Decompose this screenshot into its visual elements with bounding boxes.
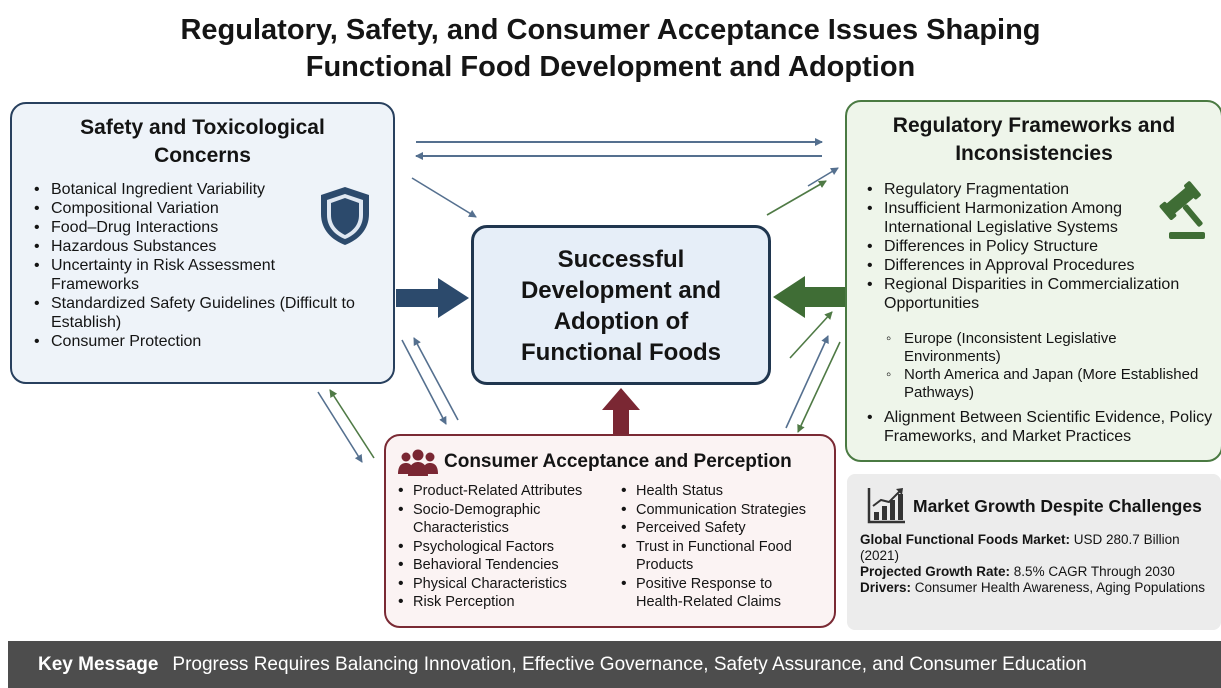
regulatory-list: Regulatory Fragmentation Insufficient Ha… <box>865 180 1220 313</box>
center-line4: Functional Foods <box>521 339 721 366</box>
thick-arrow-consumer-to-center <box>602 388 640 434</box>
safety-title-line2: Concerns <box>154 144 251 167</box>
key-message-bar: Key Message Progress Requires Balancing I… <box>8 641 1221 688</box>
list-item: Socio-Demographic Characteristics <box>396 501 563 538</box>
arrow-consumer-regulatory-a <box>785 335 829 429</box>
page-title-line2: Functional Food Development and Adoption <box>305 51 916 83</box>
regulatory-title-line1: Regulatory Frameworks and <box>892 114 1176 137</box>
list-item: Alignment Between Scientific Evidence, P… <box>865 408 1220 446</box>
market-box-title: Market Growth Despite Challenges <box>913 496 1202 516</box>
list-item: Consumer Protection <box>32 332 377 351</box>
regulatory-list-last: Alignment Between Scientific Evidence, P… <box>865 408 1220 446</box>
consumer-column-2: Health Status Communication Strategies P… <box>619 482 831 612</box>
consumer-list-2: Health Status Communication Strategies P… <box>619 482 831 612</box>
growth-rate-label: Projected Growth Rate: <box>860 564 1011 579</box>
center-title: Successful Development and Adoption of F… <box>474 244 768 368</box>
safety-title-line1: Safety and Toxicological <box>80 116 325 139</box>
arrow-safety-consumer-b <box>329 389 375 459</box>
list-item: Health Status <box>619 482 831 501</box>
list-item: Product-Related Attributes <box>396 482 606 501</box>
shield-icon <box>321 187 369 245</box>
center-line2: Development and <box>520 277 722 304</box>
market-growth-box: Market Growth Despite Challenges Global … <box>847 474 1221 630</box>
consumer-list-1: Product-Related Attributes Socio-Demogra… <box>396 482 606 612</box>
regulatory-frameworks-box: Regulatory Frameworks and Inconsistencie… <box>845 100 1221 462</box>
list-item: Compositional Variation <box>32 199 377 218</box>
list-item: Regional Disparities in Commercializatio… <box>865 275 1220 313</box>
consumer-column-1: Product-Related Attributes Socio-Demogra… <box>396 482 606 612</box>
list-item: Positive Response to Health-Related Clai… <box>619 575 806 612</box>
arrow-regulatory-diagonal-b <box>807 167 839 187</box>
center-line3: Adoption of <box>553 308 689 335</box>
list-item: Behavioral Tendencies <box>396 556 606 575</box>
market-size-label: Global Functional Foods Market: <box>860 532 1071 547</box>
drivers-value: Consumer Health Awareness, Aging Populat… <box>914 580 1205 595</box>
list-item: Risk Perception <box>396 593 606 612</box>
people-icon <box>398 449 438 476</box>
list-item: Trust in Functional Food Products <box>619 538 821 575</box>
arrow-safety-diagonal <box>411 177 477 218</box>
regulatory-box-title: Regulatory Frameworks and Inconsistencie… <box>847 112 1221 168</box>
growth-rate-line: Projected Growth Rate: 8.5% CAGR Through… <box>860 564 1212 580</box>
list-item: Perceived Safety <box>619 519 831 538</box>
center-line1: Successful <box>557 246 685 273</box>
list-item: Botanical Ingredient Variability <box>32 180 377 199</box>
arrow-safety-consumer-a <box>317 391 363 463</box>
thick-arrow-safety-to-center <box>396 278 469 318</box>
market-size-line: Global Functional Foods Market: USD 280.… <box>860 532 1212 564</box>
list-item: Physical Characteristics <box>396 575 606 594</box>
regulatory-title-line2: Inconsistencies <box>955 142 1113 165</box>
bar-chart-growth-icon <box>867 488 905 524</box>
arrow-regulatory-diagonal-a <box>766 180 827 216</box>
safety-box-title: Safety and Toxicological Concerns <box>12 114 393 170</box>
center-outcome-box: Successful Development and Adoption of F… <box>471 225 771 385</box>
market-details: Global Functional Foods Market: USD 280.… <box>860 532 1212 596</box>
page-title-line1: Regulatory, Safety, and Consumer Accepta… <box>180 14 1041 46</box>
safety-list: Botanical Ingredient Variability Composi… <box>32 180 377 351</box>
list-item: Differences in Policy Structure <box>865 237 1220 256</box>
list-item: Differences in Approval Procedures <box>865 256 1220 275</box>
list-item: Regulatory Fragmentation <box>865 180 1220 199</box>
consumer-acceptance-box: Consumer Acceptance and Perception Produ… <box>384 434 836 628</box>
key-message-label: Key Message <box>38 654 159 675</box>
list-item: Uncertainty in Risk Assessment Framework… <box>32 256 321 294</box>
key-message-text: Progress Requires Balancing Innovation, … <box>172 654 1087 675</box>
sub-list-item: North America and Japan (More Establishe… <box>884 366 1221 402</box>
gavel-icon <box>1159 181 1205 239</box>
market-size-value: USD 280.7 Billion (2021) <box>860 532 1180 563</box>
consumer-box-title: Consumer Acceptance and Perception <box>444 451 792 472</box>
page-title: Regulatory, Safety, and Consumer Accepta… <box>0 12 1221 86</box>
drivers-line: Drivers: Consumer Health Awareness, Agin… <box>860 580 1212 596</box>
safety-concerns-box: Safety and Toxicological Concerns Botani… <box>10 102 395 384</box>
drivers-label: Drivers: <box>860 580 912 595</box>
sub-list-item: Europe (Inconsistent Legislative Environ… <box>884 330 1164 366</box>
arrow-consumer-regulatory-b <box>797 341 841 433</box>
growth-rate-value: 8.5% CAGR Through 2030 <box>1013 564 1175 579</box>
list-item: Psychological Factors <box>396 538 606 557</box>
list-item: Insufficient Harmonization Among Interna… <box>865 199 1152 237</box>
list-item: Standardized Safety Guidelines (Difficul… <box>32 294 377 332</box>
arrow-center-consumer-a <box>401 339 447 425</box>
regulatory-sub-list: Europe (Inconsistent Legislative Environ… <box>884 330 1221 402</box>
list-item: Hazardous Substances <box>32 237 377 256</box>
thick-arrow-regulatory-to-center <box>773 276 845 318</box>
list-item: Food–Drug Interactions <box>32 218 377 237</box>
arrow-consumer-regulatory-c <box>789 311 833 359</box>
list-item: Communication Strategies <box>619 501 831 520</box>
arrow-center-consumer-b <box>413 337 459 421</box>
